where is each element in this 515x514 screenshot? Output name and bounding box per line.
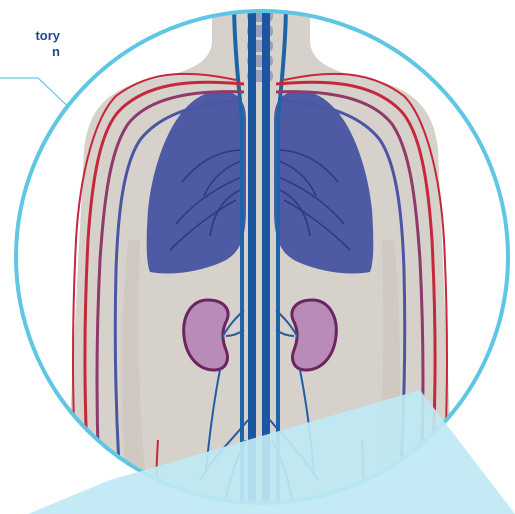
circulatory-illustration-stage: tory n [0, 0, 515, 514]
circulatory-system-diagram [0, 0, 515, 514]
